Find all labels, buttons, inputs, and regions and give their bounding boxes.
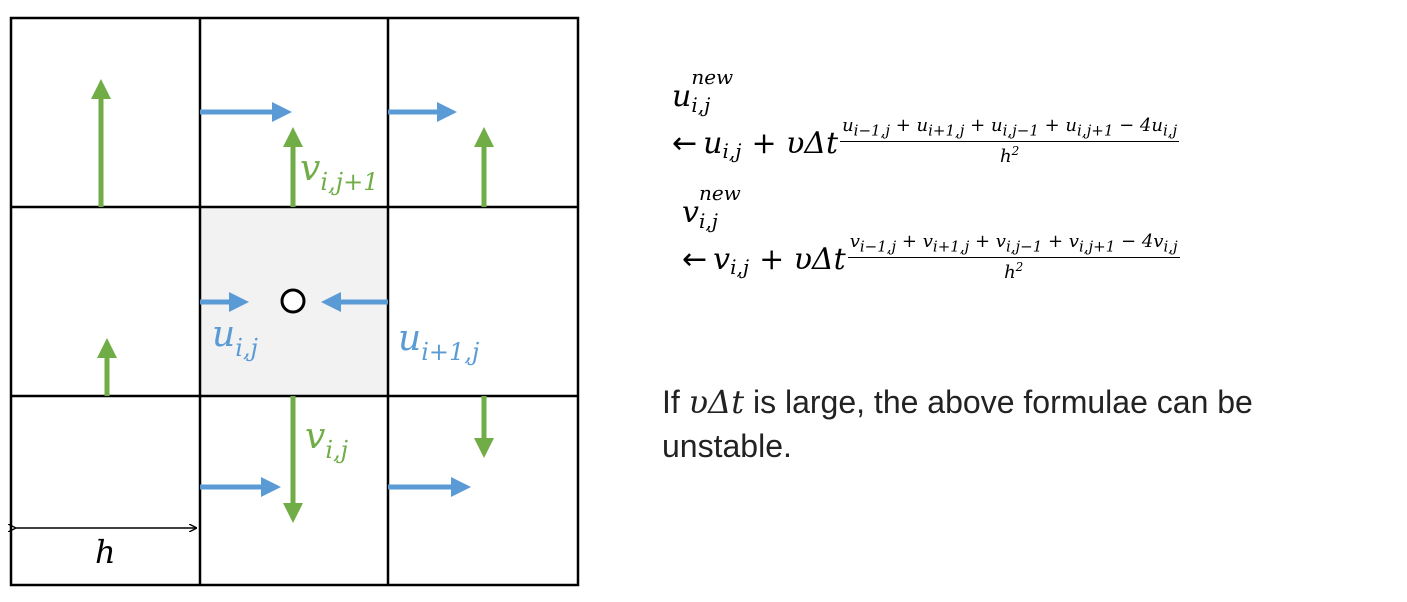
label-u-i-plus-1-j: ui+1,j <box>398 318 480 366</box>
math-subscript: i−1,j <box>859 237 897 256</box>
v-numerator: vi−1,j + vi+1,j + vi,j−1 + vi,j+1 − 4vi,… <box>847 231 1180 259</box>
v-arrows <box>91 78 494 524</box>
label-u-left-base: u <box>212 314 235 355</box>
math-superscript: 2 <box>1011 144 1020 159</box>
note-prefix: If <box>662 384 680 420</box>
v-assign-arrow: ← <box>682 241 708 277</box>
label-v-i-j-plus-1: vi,j+1 <box>300 148 378 196</box>
u-fraction: ui−1,j + ui+1,j + ui,j−1 + ui,j+1 − 4ui,… <box>840 115 1180 168</box>
u-new-scripts: new i,j <box>691 65 763 117</box>
u-assign-arrow: ← <box>672 125 698 161</box>
label-u-left-sub: i,j <box>235 334 258 362</box>
math-subscript: i−1,j <box>853 121 890 140</box>
v-new-sup: new <box>698 181 741 205</box>
u-term-sub: i,j <box>722 139 742 163</box>
v-term: v <box>713 241 731 277</box>
label-u-right-base: u <box>398 318 421 359</box>
v-new-sub: i,j <box>698 209 718 233</box>
u-numerator: ui−1,j + ui+1,j + ui,j−1 + ui,j+1 − 4ui,… <box>840 115 1180 143</box>
label-v-i-j: vi,j <box>305 416 349 464</box>
math-subscript: i+1,j <box>928 121 965 140</box>
u-new-sup: new <box>691 65 734 89</box>
v-term-sub: i,j <box>730 255 750 279</box>
label-v-top-sub: i,j+1 <box>320 168 378 196</box>
grid-outer-border <box>9 16 580 587</box>
label-u-right-sub: i+1,j <box>421 338 480 366</box>
math-subscript: i,j−1 <box>1005 237 1043 256</box>
u-term: u <box>703 125 723 161</box>
u-new-sub: i,j <box>691 93 711 117</box>
cell-center-marker <box>280 288 306 314</box>
label-u-i-j: ui,j <box>212 314 258 362</box>
math-subscript: i,j <box>1162 121 1178 140</box>
label-v-bottom-base: v <box>305 416 325 457</box>
math-subscript: i,j+1 <box>1077 121 1114 140</box>
v-fraction: vi−1,j + vi+1,j + vi,j−1 + vi,j+1 − 4vi,… <box>847 231 1180 284</box>
v-new-scripts: new i,j <box>699 181 771 233</box>
h-label: h <box>95 533 116 571</box>
note-middle: is large, the above formulae can be <box>752 384 1253 420</box>
stability-note: If υΔt is large, the above formulae can … <box>662 380 1362 468</box>
u-new-base: u <box>672 79 692 114</box>
note-math: υΔt <box>688 383 745 421</box>
u-denominator: h2 <box>1000 144 1020 168</box>
math-subscript: i,j−1 <box>1002 121 1039 140</box>
u-coefficient: + υΔt <box>751 125 839 161</box>
math-superscript: 2 <box>1015 260 1024 275</box>
math-subscript: i,j <box>1163 237 1178 256</box>
math-subscript: i,j+1 <box>1078 237 1116 256</box>
v-coefficient: + υΔt <box>759 241 846 277</box>
label-v-bottom-sub: i,j <box>325 436 348 464</box>
v-denominator: h2 <box>1004 260 1024 284</box>
math-subscript: i+1,j <box>932 237 970 256</box>
u-arrows <box>200 102 472 497</box>
label-v-top-base: v <box>300 148 320 189</box>
v-new-base: v <box>682 195 699 230</box>
note-unstable: unstable. <box>662 428 792 464</box>
